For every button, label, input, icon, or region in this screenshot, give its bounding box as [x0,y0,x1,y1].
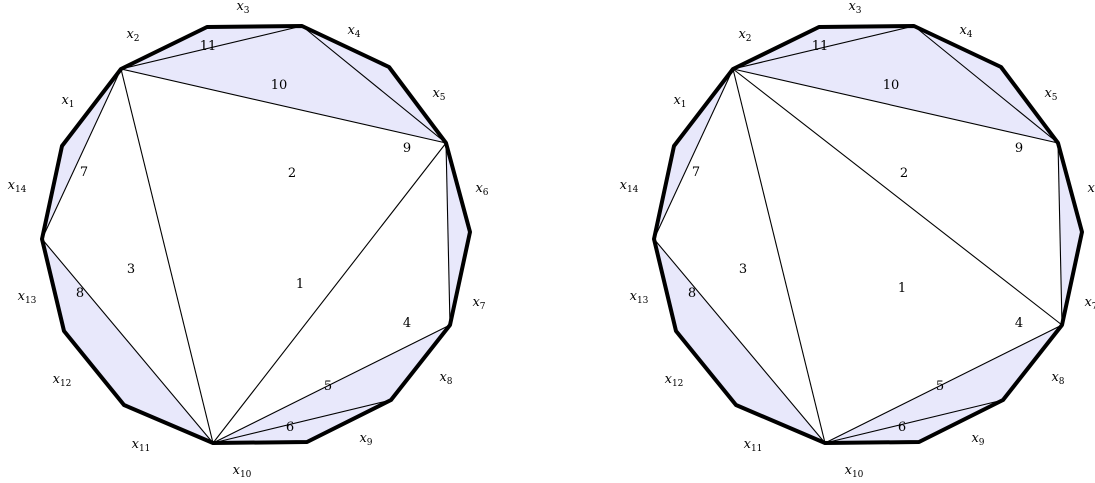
vertex-label: x12 [53,372,72,389]
vertex-label: x4 [959,23,972,40]
diagonal-label: 2 [288,166,296,181]
diagonal-label: 3 [127,262,135,277]
vertex-label: x9 [971,431,984,448]
diagonal-label: 10 [883,78,900,93]
diagonal-label: 11 [812,39,829,54]
diagonal-9 [301,25,447,144]
diagonal-3 [120,68,214,444]
vertex-label: x5 [1044,86,1057,103]
diagonal-2 [732,68,1059,144]
diagonal-label: 1 [296,277,304,292]
diagonal-3 [732,68,826,444]
vertex-label: x2 [126,27,139,44]
vertex-label: x7 [472,295,485,312]
diagonal-label: 8 [76,286,84,301]
diagonal-5 [212,324,451,444]
vertex-label: x11 [744,437,763,454]
diagonal-5 [824,324,1063,444]
diagonal-6 [824,399,1004,444]
diagonal-9 [913,25,1059,144]
diagonal-label: 7 [692,165,700,180]
vertex-label: x6 [475,181,488,198]
right-triangulated-polygon: 1 2 3 4 5 6 7 8 9 10 11 x1 x2 x3 x4 x5 x6 x7 x8 x9 x10 x11 x12… [620,0,1095,480]
diagonal-label: 4 [1015,316,1023,331]
vertex-label: x11 [132,437,151,454]
vertex-label: x3 [848,0,861,16]
diagonal-2 [120,68,447,144]
diagonal-6 [212,399,392,444]
vertex-label: x8 [439,370,452,387]
vertex-label: x12 [665,372,684,389]
vertex-label: x14 [8,178,27,195]
shaded-region [121,26,446,143]
diagonal-label: 7 [80,165,88,180]
vertex-label: x10 [233,463,252,480]
diagonal-8 [653,238,826,444]
diagonal-1 [732,68,1063,326]
polygon-boundary [652,24,1084,445]
vertex-label: x8 [1051,370,1064,387]
vertex-label: x3 [236,0,249,16]
diagonal-label: 9 [403,141,411,156]
diagonal-label: 9 [1015,141,1023,156]
diagonal-10 [732,25,915,70]
diagonal-label: 4 [403,316,411,331]
diagonal-7 [41,68,122,240]
diagonal-label: 6 [898,420,906,435]
vertex-label: x7 [1084,295,1095,312]
vertex-label: x2 [738,27,751,44]
diagonal-7 [653,68,734,240]
diagonal-label: 8 [688,286,696,301]
diagonal-label: 1 [898,281,906,296]
diagonal-label: 5 [936,379,944,394]
vertex-label: x13 [18,289,37,306]
polygon-boundary [40,24,472,445]
diagonal-label: 5 [324,379,332,394]
diagonal-label: 3 [739,262,747,277]
vertex-label: x14 [620,178,639,195]
vertex-label: x4 [347,23,360,40]
diagonal-10 [120,25,303,70]
shaded-region [733,26,1058,143]
diagonal-1 [212,142,447,444]
diagonal-label: 6 [286,420,294,435]
vertex-label: x9 [359,431,372,448]
vertex-label: x1 [61,93,74,110]
shaded-region [446,143,470,325]
diagonal-label: 10 [271,78,288,93]
diagonal-label: 11 [200,39,217,54]
vertex-label: x13 [630,289,649,306]
diagonal-4 [445,142,451,326]
diagonal-4 [1057,142,1063,326]
diagonal-8 [41,238,214,444]
left-triangulated-polygon: 1 2 3 4 5 6 7 8 9 10 11 x1 x2 x3 x4 x5 x6 x7 x8 x9 x10 x11 x12… [8,0,489,480]
vertex-label: x5 [432,86,445,103]
vertex-label: x10 [845,463,864,480]
shaded-region [1058,143,1082,325]
diagonal-label: 2 [900,166,908,181]
vertex-label: x1 [673,93,686,110]
vertex-label: x6 [1087,181,1095,198]
